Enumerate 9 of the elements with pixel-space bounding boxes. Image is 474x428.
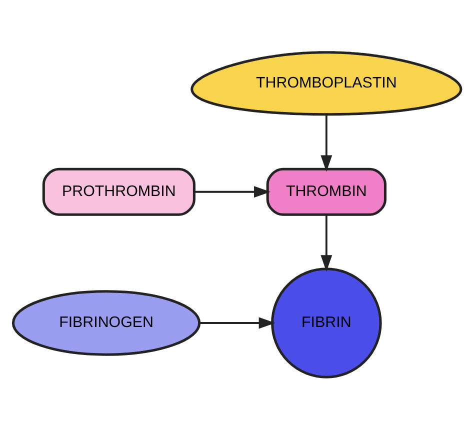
arrow [200,316,276,328]
node-box: PROTHROMBIN [42,167,196,216]
arrow [320,214,332,272]
node-ellipse: FIBRINOGEN [12,290,201,356]
arrow [320,114,332,172]
arrow [194,186,270,198]
node-circle: FIBRIN [271,267,382,378]
node-box: THROMBIN [266,167,387,216]
node-ellipse: THROMBOPLASTIN [190,50,462,116]
